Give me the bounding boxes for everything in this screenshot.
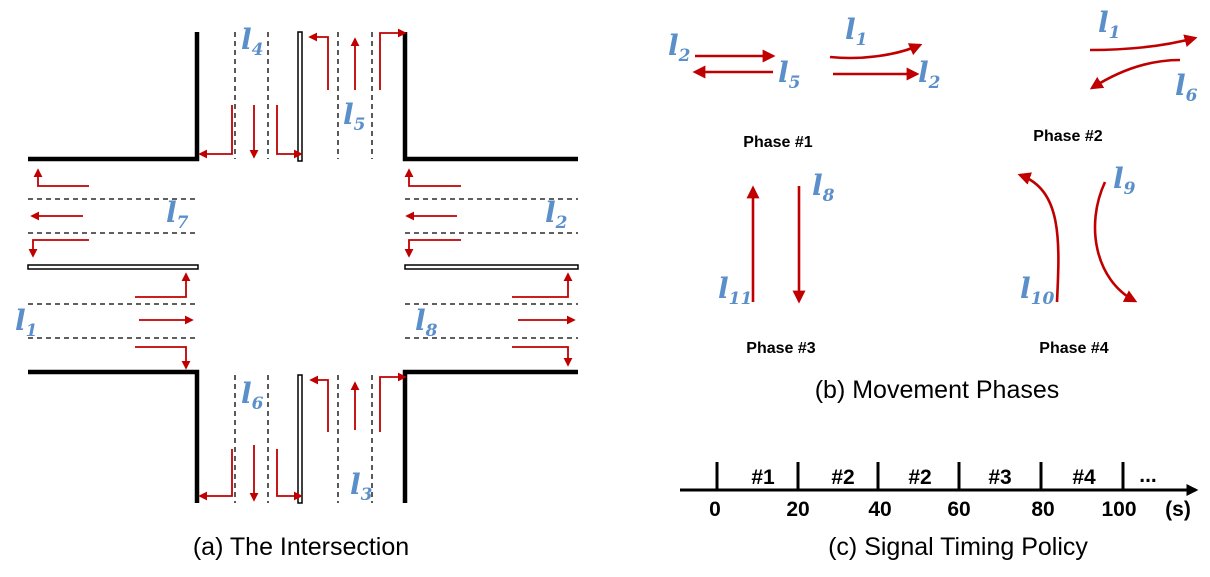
- caption-intersection: (a) The Intersection: [193, 533, 409, 561]
- tick-label-80: 80: [1031, 498, 1054, 521]
- lane-label-l3: l3: [350, 468, 373, 505]
- tick-label-100: 100: [1101, 498, 1136, 521]
- road-edge-nw: [28, 32, 200, 162]
- lane-label-l1: l1: [15, 304, 37, 341]
- lane-dividers: [28, 32, 578, 503]
- phase1-lane-l2-right: l2: [918, 56, 941, 93]
- lane-label-l4: l4: [241, 23, 263, 60]
- lane-label-l7: l7: [166, 196, 189, 233]
- phase3-lane-l8: l8: [812, 169, 835, 206]
- median-west: [27, 264, 199, 270]
- caption-phases: (b) Movement Phases: [815, 376, 1060, 404]
- phase2-label: Phase #2: [1033, 128, 1102, 145]
- phase1-lane-l2-left: l2: [668, 29, 691, 66]
- segment-label-4: #3: [988, 466, 1011, 489]
- tick-label-20: 20: [786, 498, 809, 521]
- road-edge-ne: [402, 32, 578, 162]
- segment-label-1: #1: [751, 466, 775, 489]
- lane-label-l5: l5: [343, 98, 365, 135]
- phase3-label: Phase #3: [746, 340, 815, 357]
- segment-label-3: #2: [908, 466, 931, 489]
- tick-label-40: 40: [868, 498, 891, 521]
- phase4-lane-l9: l9: [1113, 162, 1136, 199]
- phase-3: l8 l11 Phase #3: [718, 169, 835, 357]
- lane-arrows: [28, 28, 576, 502]
- phase2-lane-l1: l1: [1098, 6, 1120, 43]
- segment-label-2: #2: [831, 466, 854, 489]
- phase1-lane-l1: l1: [845, 13, 867, 50]
- lane-label-l6: l6: [241, 377, 264, 414]
- phase4-label: Phase #4: [1039, 340, 1108, 357]
- segment-label-more: ...: [1139, 464, 1157, 487]
- road-edge-sw: [28, 369, 200, 503]
- phase1-label: Phase #1: [743, 134, 812, 151]
- phase1-lane-l5: l5: [778, 56, 800, 93]
- median-south: [297, 374, 303, 504]
- lane-label-l8: l8: [415, 304, 438, 341]
- phase-2: l1 l6 Phase #2: [1033, 6, 1197, 145]
- median-east: [404, 264, 579, 270]
- phase4-lane-l10: l10: [1020, 272, 1054, 309]
- intersection-diagram: l4 l5 l7 l2 l1 l8 l6 l3 (a) The Intersec…: [15, 23, 579, 561]
- phase-4: l9 l10 Phase #4: [1017, 162, 1138, 357]
- lane-label-l2: l2: [545, 196, 568, 233]
- movement-phases: l2 l5 l1 l2 Phase #1 l1 l6 Phase #2 l8 l…: [668, 6, 1198, 404]
- tick-label-0: 0: [709, 498, 721, 521]
- timeline-ticks: [715, 462, 1125, 490]
- median-north: [297, 31, 303, 162]
- signal-timing-policy: #1 #2 #2 #3 #4 ... 0 20 40 60 80 100 (s)…: [680, 462, 1199, 561]
- segment-label-5: #4: [1072, 466, 1096, 489]
- phase2-lane-l6: l6: [1175, 69, 1198, 106]
- phase-1: l2 l5 l1 l2 Phase #1: [668, 13, 941, 151]
- caption-timing: (c) Signal Timing Policy: [828, 533, 1088, 561]
- tick-label-60: 60: [947, 498, 970, 521]
- timeline-unit: (s): [1165, 498, 1191, 521]
- phase3-lane-l11: l11: [718, 272, 752, 309]
- road-edge-se: [402, 369, 578, 503]
